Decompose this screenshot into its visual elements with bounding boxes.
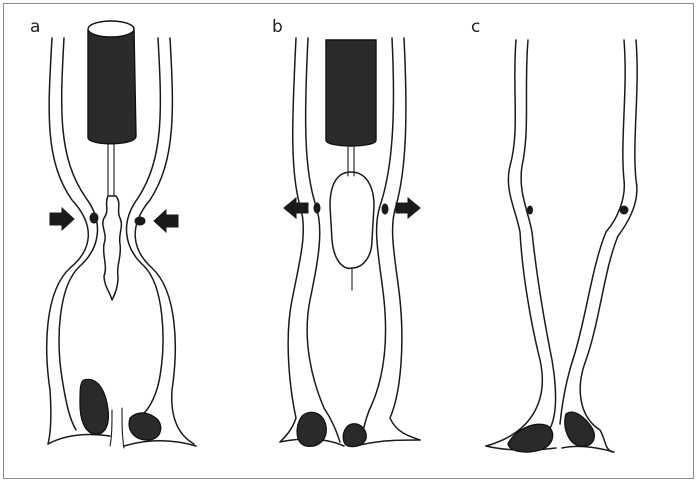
arrow-out-icon [396, 198, 420, 218]
scope-cylinder [326, 40, 376, 146]
dilated-dot-left [314, 203, 320, 213]
collapsed-balloon [103, 196, 122, 300]
constriction-dot-left [90, 213, 98, 223]
vessel-dot-right [620, 206, 628, 214]
shaded-node-left [508, 424, 553, 452]
constriction-dot-right [135, 217, 145, 225]
branch-left [48, 434, 110, 444]
arrow-in-icon [154, 210, 178, 232]
arrow-in-icon [50, 208, 74, 230]
scope-cylinder [88, 23, 136, 144]
shaded-node-left [297, 412, 326, 446]
branch-right [124, 441, 196, 446]
vessel-wall-right-inner [560, 40, 625, 424]
branch-center [110, 408, 124, 448]
branch-bottom [486, 446, 614, 452]
vessel-wall-right-outer [390, 38, 420, 440]
shaded-node-right [343, 424, 366, 447]
vessel-wall-right-outer [135, 38, 194, 444]
shaded-node-right [565, 412, 595, 446]
shaded-node-right [129, 413, 161, 440]
panel-b [280, 38, 420, 447]
vessel-wall-left-outer [280, 38, 303, 442]
vessel-wall-right-outer [580, 40, 637, 452]
scope-top-ellipse [88, 21, 134, 37]
vessel-wall-left-inner [521, 40, 555, 432]
vessel-dot-left [528, 206, 533, 214]
dilated-dot-right [382, 204, 388, 214]
arrow-out-icon [284, 198, 308, 218]
shaded-node-left [80, 379, 108, 434]
guide-rod [108, 144, 114, 196]
panel-c [486, 40, 637, 452]
panel-a [47, 21, 196, 448]
inflated-balloon [330, 172, 374, 268]
